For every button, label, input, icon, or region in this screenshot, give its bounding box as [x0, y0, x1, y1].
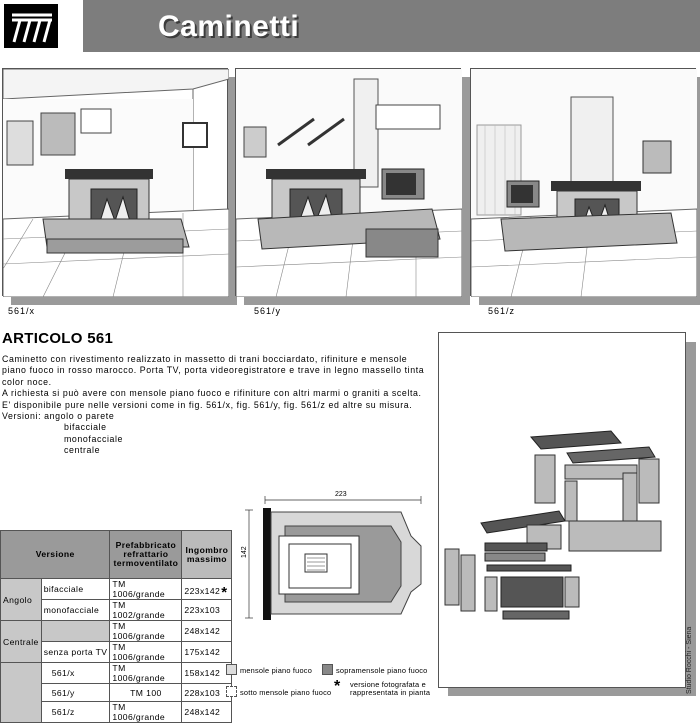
row-prefab: TM 1006/grande — [109, 701, 183, 723]
header-ingombro: Ingombro massimo — [181, 530, 233, 579]
row-sub: 561/x — [40, 662, 111, 684]
legend-star: * — [334, 678, 341, 695]
group-blank — [0, 662, 42, 723]
row-sub: bifacciale — [40, 578, 111, 600]
row-sub: 561/z — [40, 701, 111, 723]
group-centrale: Centrale — [0, 620, 42, 663]
plan-width-label: 223 — [335, 491, 347, 498]
title-bar — [83, 0, 700, 52]
header-line: Prefabbricato — [115, 540, 177, 550]
legend-mensole: mensole piano fuoco — [240, 666, 313, 675]
page-title: Caminetti — [158, 10, 300, 43]
legend-sotto-mensole: sotto mensole piano fuoco — [240, 688, 332, 697]
row-ingombro: 175x142 — [181, 641, 233, 663]
floor-plan: 223 142 — [235, 488, 445, 643]
exploded-view-drawing — [444, 430, 662, 620]
illustration-panel-z — [470, 68, 697, 297]
table-row: senza porta TV TM 1006/grande 175x142 — [1, 641, 233, 663]
row-ingombro: 158x142 — [181, 662, 233, 684]
description-paragraph: E' disponibile pure nelle versioni come … — [2, 399, 413, 410]
version-item: bifacciale — [64, 422, 107, 433]
fireplace-illustration-x — [3, 69, 229, 297]
row-prefab: TM 1006/grande — [109, 662, 183, 684]
description-paragraph: A richiesta si può avere con mensole pia… — [2, 388, 422, 399]
logo — [4, 4, 58, 48]
versions-label: Versioni: angolo o parete — [2, 411, 115, 422]
row-ingombro: 223x142* — [181, 578, 233, 601]
row-ingombro: 228x103 — [181, 683, 233, 702]
studio-credit: Studio Rocchi - Siena — [686, 626, 693, 694]
row-prefab: TM 1006/grande — [109, 620, 183, 642]
header-versione: Versione — [0, 530, 111, 579]
article-description: Caminetto con rivestimento realizzato in… — [2, 354, 432, 457]
row-ingombro: 248x142 — [181, 701, 233, 723]
version-item: centrale — [64, 445, 101, 456]
illustration-panel-y — [235, 68, 462, 297]
caption-561-z: 561/z — [488, 306, 516, 316]
legend-rappresentata: rappresentata in pianta — [350, 688, 431, 697]
table-header-row: Versione Prefabbricato refrattario termo… — [0, 530, 233, 579]
row-prefab: TM 1002/grande — [109, 599, 183, 621]
legend-sopramensole: sopramensole piano fuoco — [336, 666, 428, 675]
header-prefabbricato: Prefabbricato refrattario termoventilato — [109, 530, 183, 579]
table-row: monofacciale TM 1002/grande 223x103 — [1, 599, 233, 621]
legend-swatch-dark — [322, 664, 333, 675]
version-item: monofacciale — [64, 433, 124, 444]
article-title: ARTICOLO 561 — [2, 330, 114, 347]
row-sub: monofacciale — [40, 599, 111, 621]
header-line: termoventilato — [113, 558, 179, 568]
fireplace-illustration-z — [471, 69, 697, 297]
table-row: Angolo bifacciale TM 1006/grande 223x142… — [0, 578, 233, 621]
header-line: refrattario — [123, 549, 169, 559]
row-prefab: TM 1006/grande — [109, 578, 183, 600]
group-angolo: Angolo — [0, 578, 42, 621]
row-prefab: TM 100 — [109, 683, 183, 702]
fireplace-illustration-y — [236, 69, 462, 297]
row-prefab: TM 1006/grande — [109, 641, 183, 663]
caption-561-y: 561/y — [254, 306, 282, 316]
row-sub: senza porta TV — [40, 641, 111, 663]
illustration-panel-x — [2, 68, 229, 297]
plan-depth-label: 142 — [241, 546, 248, 558]
star-marker: * — [221, 583, 228, 601]
description-paragraph: Caminetto con rivestimento realizzato in… — [2, 354, 425, 387]
legend-swatch-light — [226, 664, 237, 675]
table-row: 561/y TM 100 228x103 — [1, 683, 233, 702]
header-line: Ingombro — [185, 544, 229, 555]
floor-plan-drawing — [245, 496, 422, 620]
table-row: Centrale TM 1006/grande 248x142 — [0, 620, 233, 663]
spec-table: Versione Prefabbricato refrattario termo… — [0, 530, 233, 723]
caption-561-x: 561/x — [8, 306, 36, 316]
legend-versione-fotografata: versione fotografata e — [350, 680, 426, 689]
header-line: massimo — [186, 553, 227, 564]
row-ingombro: 223x103 — [181, 599, 233, 621]
exploded-view-panel — [438, 332, 686, 688]
table-row: 561/x TM 1006/grande 158x142 — [0, 662, 233, 723]
row-sub: 561/y — [40, 683, 111, 702]
legend-swatch-outline — [226, 686, 237, 697]
row-sub — [40, 620, 111, 642]
ingombro-value: 223x142 — [184, 585, 221, 596]
row-ingombro: 248x142 — [181, 620, 233, 642]
